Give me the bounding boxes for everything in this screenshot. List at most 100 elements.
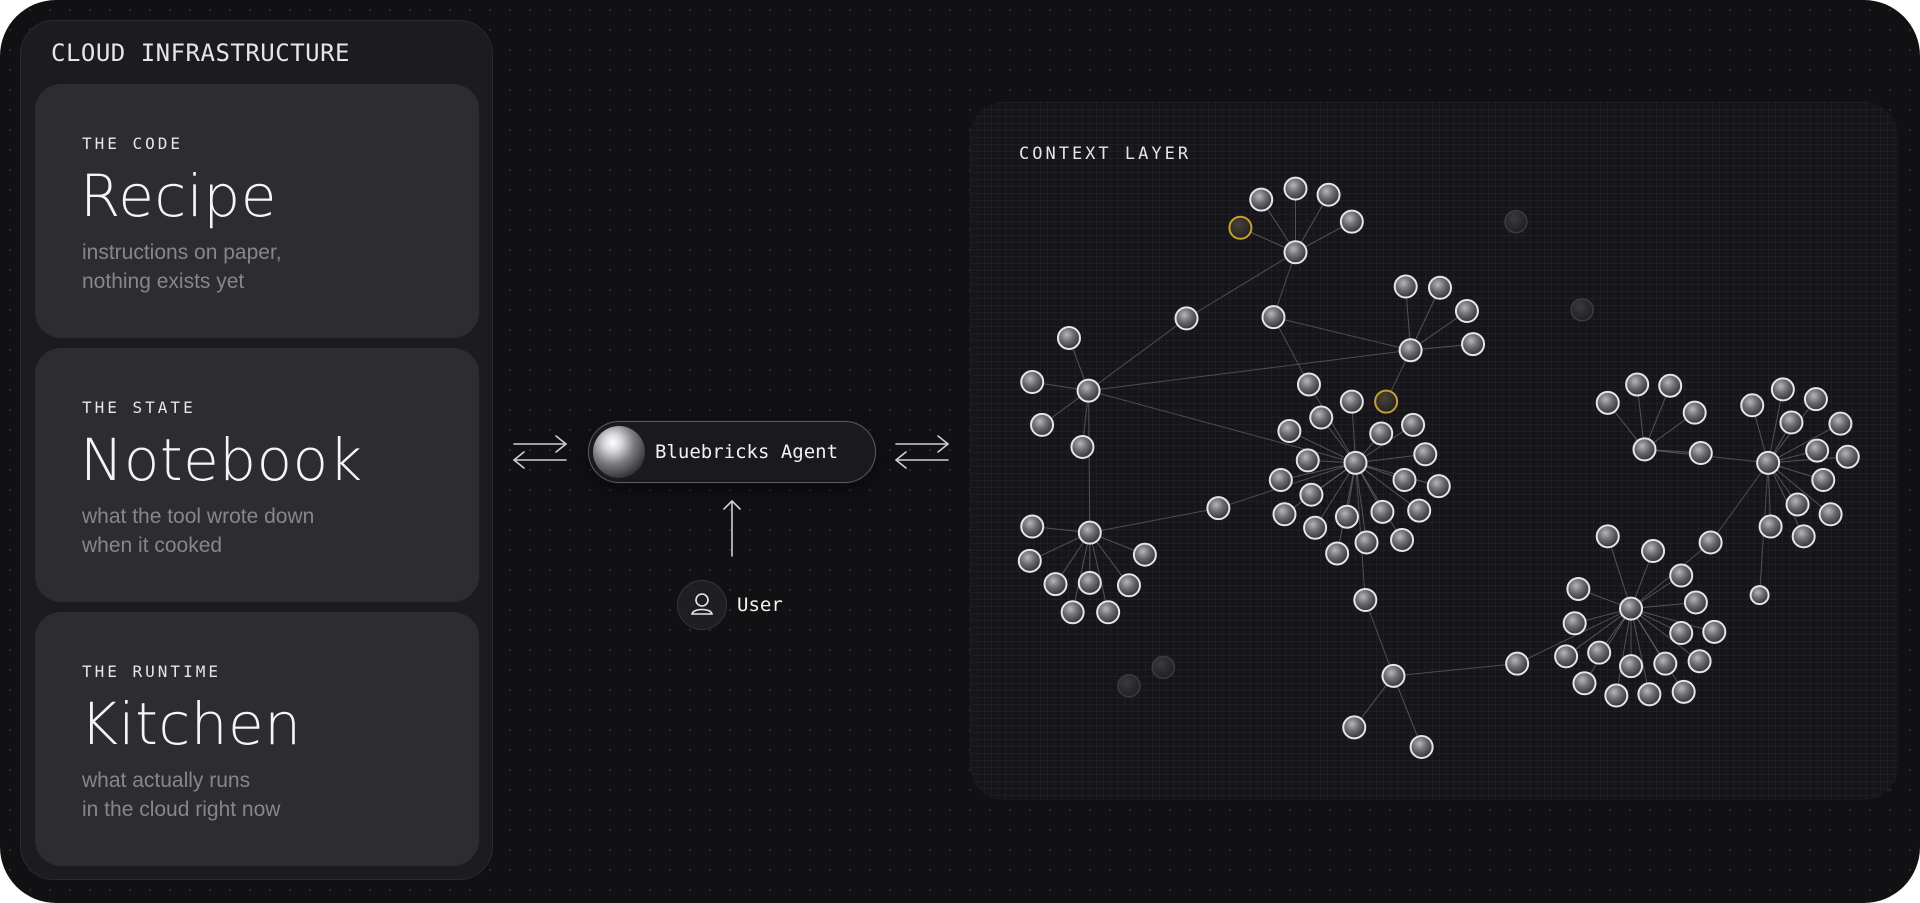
graph-node[interactable] xyxy=(1339,209,1364,234)
graph-node[interactable] xyxy=(1268,468,1293,492)
graph-node-inactive[interactable] xyxy=(1570,298,1594,322)
graph-node[interactable] xyxy=(1428,275,1452,300)
graph-node[interactable] xyxy=(1249,187,1274,212)
graph-node[interactable] xyxy=(1116,573,1141,598)
graph-node[interactable] xyxy=(1740,393,1765,418)
graph-node[interactable] xyxy=(1309,405,1334,430)
graph-node[interactable] xyxy=(1401,412,1426,437)
graph-node[interactable] xyxy=(1299,482,1324,507)
graph-node[interactable] xyxy=(1658,373,1683,398)
graph-node[interactable] xyxy=(1369,421,1394,446)
graph-node[interactable] xyxy=(1354,530,1379,555)
graph-hub-node[interactable] xyxy=(1381,663,1406,688)
graph-hub-node[interactable] xyxy=(1283,240,1308,265)
graph-node[interactable] xyxy=(1818,502,1843,527)
graph-node[interactable] xyxy=(1595,524,1620,549)
graph-node-highlight[interactable] xyxy=(1374,389,1399,414)
graph-node[interactable] xyxy=(1277,419,1302,444)
graph-hub-node[interactable] xyxy=(1343,450,1368,475)
graph-node[interactable] xyxy=(1454,299,1479,324)
graph-node[interactable] xyxy=(1653,651,1678,676)
graph-hub-node[interactable] xyxy=(1353,588,1378,612)
graph-node[interactable] xyxy=(1828,411,1853,436)
graph-hub-node[interactable] xyxy=(1261,305,1286,330)
graph-node[interactable] xyxy=(1043,572,1068,597)
graph-node[interactable] xyxy=(1283,176,1308,201)
graph-node-inactive[interactable] xyxy=(1117,673,1141,698)
graph-node[interactable] xyxy=(1587,640,1612,665)
graph-node[interactable] xyxy=(1619,654,1644,679)
graph-node[interactable] xyxy=(1688,441,1713,466)
graph-node[interactable] xyxy=(1572,671,1597,696)
graph-node[interactable] xyxy=(1669,563,1694,588)
graph-node[interactable] xyxy=(1342,715,1367,740)
graph-hub-node[interactable] xyxy=(1398,338,1423,363)
graph-node[interactable] xyxy=(1426,474,1451,499)
bluebricks-agent-node[interactable]: Bluebricks Agent xyxy=(588,421,876,483)
graph-node[interactable] xyxy=(1390,528,1415,552)
graph-node[interactable] xyxy=(1056,325,1081,350)
graph-hub-node[interactable] xyxy=(1076,378,1101,403)
graph-node[interactable] xyxy=(1811,468,1836,492)
graph-node[interactable] xyxy=(1554,644,1579,669)
graph-node[interactable] xyxy=(1687,649,1712,674)
graph-node[interactable] xyxy=(1413,442,1438,467)
graph-node[interactable] xyxy=(1020,514,1045,539)
graph-hub-node[interactable] xyxy=(1206,496,1231,521)
user-avatar[interactable] xyxy=(677,580,727,630)
graph-hub-node[interactable] xyxy=(1077,520,1102,545)
graph-node[interactable] xyxy=(1096,600,1121,625)
graph-node[interactable] xyxy=(1316,182,1341,207)
graph-node[interactable] xyxy=(1392,468,1417,492)
graph-node[interactable] xyxy=(1791,524,1816,549)
graph-hub-node[interactable] xyxy=(1756,450,1781,475)
graph-node[interactable] xyxy=(1272,502,1297,527)
graph-node[interactable] xyxy=(1669,621,1694,646)
graph-node[interactable] xyxy=(1409,734,1434,759)
graph-node[interactable] xyxy=(1805,438,1830,463)
graph-node[interactable] xyxy=(1682,400,1707,425)
graph-node[interactable] xyxy=(1702,619,1727,644)
graph-node[interactable] xyxy=(1295,448,1320,473)
graph-hub-node[interactable] xyxy=(1619,596,1644,621)
graph-hub-node[interactable] xyxy=(1749,585,1770,606)
graph-node[interactable] xyxy=(1683,590,1708,615)
graph-node[interactable] xyxy=(1785,492,1810,517)
graph-node[interactable] xyxy=(1393,274,1418,299)
graph-node[interactable] xyxy=(1803,387,1828,412)
graph-node[interactable] xyxy=(1077,570,1102,595)
graph-node[interactable] xyxy=(1770,377,1795,402)
graph-node[interactable] xyxy=(1060,600,1085,625)
graph-node[interactable] xyxy=(1407,498,1432,523)
graph-node-inactive[interactable] xyxy=(1504,209,1528,234)
graph-node[interactable] xyxy=(1030,412,1055,437)
graph-node[interactable] xyxy=(1303,515,1328,540)
graph-node[interactable] xyxy=(1566,576,1591,601)
graph-hub-node[interactable] xyxy=(1632,437,1657,462)
graph-node[interactable] xyxy=(1461,332,1486,357)
graph-node-inactive[interactable] xyxy=(1151,655,1176,680)
graph-node[interactable] xyxy=(1641,539,1666,564)
graph-node-highlight[interactable] xyxy=(1228,215,1253,240)
graph-node[interactable] xyxy=(1070,434,1095,459)
graph-node[interactable] xyxy=(1671,679,1696,704)
graph-node[interactable] xyxy=(1334,504,1359,529)
graph-hub-node[interactable] xyxy=(1505,651,1530,676)
graph-hub-node[interactable] xyxy=(1698,530,1723,555)
graph-node[interactable] xyxy=(1132,542,1157,567)
graph-node[interactable] xyxy=(1625,372,1650,397)
graph-node[interactable] xyxy=(1339,389,1364,414)
graph-node[interactable] xyxy=(1020,370,1045,395)
graph-node[interactable] xyxy=(1325,541,1350,566)
graph-node[interactable] xyxy=(1370,499,1395,524)
graph-hub-node[interactable] xyxy=(1296,372,1321,397)
graph-node[interactable] xyxy=(1017,548,1042,573)
graph-hub-node[interactable] xyxy=(1174,306,1199,331)
graph-node[interactable] xyxy=(1562,611,1587,636)
graph-node[interactable] xyxy=(1637,682,1662,707)
graph-node[interactable] xyxy=(1604,683,1629,708)
graph-node[interactable] xyxy=(1758,514,1783,539)
graph-node[interactable] xyxy=(1595,390,1620,415)
graph-node[interactable] xyxy=(1779,410,1804,435)
graph-node[interactable] xyxy=(1835,444,1860,469)
